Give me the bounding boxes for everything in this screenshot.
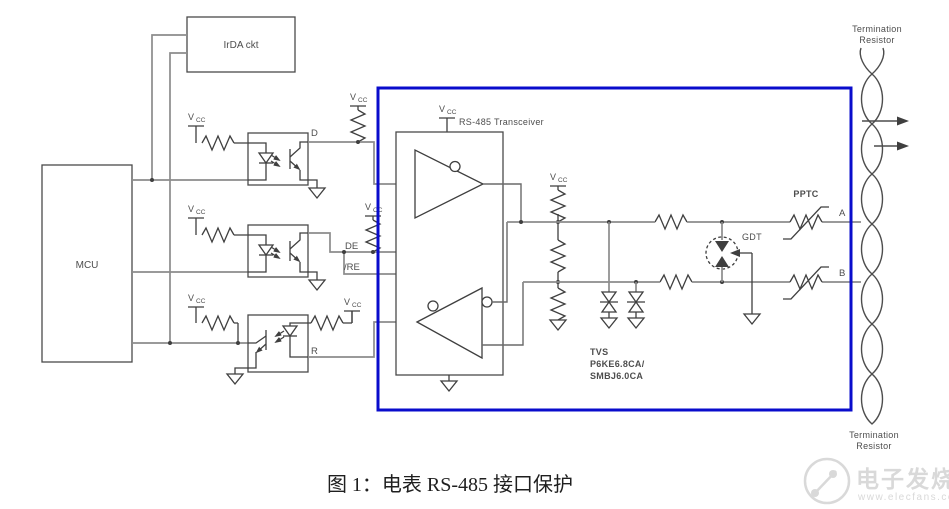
- line-a: [507, 220, 861, 224]
- pptc-label: PPTC: [793, 189, 818, 199]
- light-arrows-icon: [270, 246, 281, 260]
- svg-text:CC: CC: [358, 97, 368, 104]
- svg-text:V: V: [365, 202, 371, 212]
- b-label: B: [839, 268, 845, 279]
- pptc-icon-b: [783, 266, 829, 300]
- ground-icon: [549, 319, 567, 331]
- svg-text:V: V: [439, 104, 445, 114]
- svg-text:V: V: [344, 297, 350, 307]
- vcc-symbol: V CC: [439, 104, 457, 132]
- elecfans-logo-icon: [803, 457, 851, 505]
- vcc-symbol: V CC: [365, 202, 383, 220]
- vcc-symbol: V CC: [188, 293, 206, 323]
- watermark-site: www.elecfans.com: [857, 492, 949, 503]
- tvs-part-2: SMBJ6.0CA: [590, 371, 643, 381]
- de-label: DE: [345, 241, 358, 252]
- svg-text:CC: CC: [558, 177, 568, 184]
- ground-icon: [743, 313, 761, 325]
- re-label: /RE: [344, 262, 360, 273]
- pptc-icon-a: [783, 206, 829, 240]
- figure-caption: 图 1：电表 RS-485 接口保护: [327, 473, 573, 496]
- vcc-label: V: [188, 112, 194, 122]
- ground-icon: [600, 317, 618, 329]
- r-label: R: [311, 346, 318, 357]
- ground-icon: [440, 380, 458, 392]
- vcc-sub-label: CC: [196, 117, 206, 124]
- vcc-symbol: V CC: [188, 204, 206, 235]
- line-b: [523, 280, 861, 284]
- mcu-label: MCU: [76, 260, 99, 271]
- vcc-symbol: V CC: [550, 172, 568, 190]
- a-label: A: [839, 208, 846, 219]
- optocoupler-1: [247, 132, 326, 199]
- svg-text:V: V: [350, 92, 356, 102]
- driver-icon: [414, 148, 485, 220]
- irda-label: IrDA ckt: [223, 40, 258, 51]
- protection-boundary-box: [376, 86, 853, 412]
- termination-top-label-2: Resistor: [859, 35, 894, 45]
- watermark: 电子发烧友 www.elecfans.com: [803, 457, 949, 505]
- svg-text:CC: CC: [196, 209, 206, 216]
- vcc-symbol: V CC: [188, 112, 206, 143]
- light-arrows-icon: [274, 330, 285, 344]
- svg-text:CC: CC: [447, 109, 457, 116]
- ground-icon: [308, 279, 326, 291]
- optocoupler-3: [226, 314, 309, 385]
- ground-icon: [308, 187, 326, 199]
- termination-bottom-label-1: Termination: [849, 430, 899, 440]
- gdt-icon: [705, 222, 761, 325]
- svg-text:CC: CC: [196, 298, 206, 305]
- gdt-label: GDT: [742, 232, 762, 242]
- svg-text:V: V: [188, 204, 194, 214]
- termination-bottom-label-2: Resistor: [856, 441, 891, 451]
- mcu-wires: [132, 34, 248, 345]
- tvs-title: TVS: [590, 347, 608, 357]
- ground-icon: [226, 373, 244, 385]
- ground-icon: [627, 317, 645, 329]
- svg-text:V: V: [550, 172, 556, 182]
- optocoupler-2: [247, 224, 326, 291]
- irda-block: IrDA ckt: [186, 16, 296, 73]
- stub-arrows-icon: [862, 116, 909, 151]
- light-arrows-icon: [270, 154, 281, 168]
- vcc-symbol: V CC: [344, 297, 362, 323]
- vcc-symbol: V CC: [350, 92, 368, 110]
- twisted-pair-cable: [859, 47, 909, 425]
- watermark-brand: 电子发烧友: [856, 466, 949, 492]
- svg-text:V: V: [188, 293, 194, 303]
- mcu-block: MCU: [41, 164, 133, 363]
- transceiver-label: RS-485 Transceiver: [459, 117, 544, 127]
- termination-top-label-1: Termination: [852, 24, 902, 34]
- resistor-stubs: [234, 142, 359, 345]
- tvs-diode-2: [627, 282, 645, 329]
- svg-text:CC: CC: [352, 302, 362, 309]
- d-label: D: [311, 128, 318, 139]
- transceiver-block: [395, 131, 524, 392]
- tvs-diode-1: [600, 222, 618, 329]
- tvs-part-1: P6KE6.8CA/: [590, 359, 645, 369]
